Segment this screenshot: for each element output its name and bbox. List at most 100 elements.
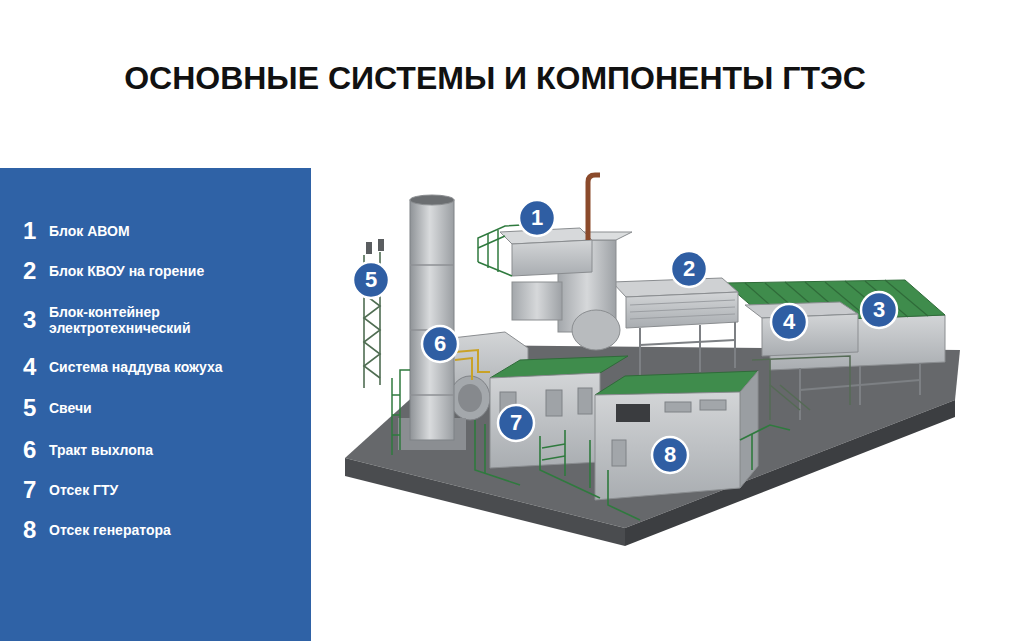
illustration-part xyxy=(665,402,691,412)
list-number: 4 xyxy=(23,353,36,381)
intake-body xyxy=(626,292,738,328)
callout-circle: 6 xyxy=(420,324,460,364)
illustration-part xyxy=(630,314,735,319)
list-label: Отсек ГТУ xyxy=(49,482,289,498)
list-label: Свечи xyxy=(49,400,289,416)
list-panel xyxy=(0,168,311,641)
illustration-part xyxy=(589,440,591,488)
callout-number: 4 xyxy=(783,311,795,333)
list-label: Блок АВОМ xyxy=(49,223,289,239)
illustration-part xyxy=(751,434,753,470)
callout-circle: 7 xyxy=(496,403,536,443)
vent-pipe xyxy=(588,175,600,240)
illustration-part xyxy=(630,307,735,312)
callout-circle: 1 xyxy=(517,198,557,238)
gen-roof xyxy=(595,371,758,395)
gen-side xyxy=(740,371,758,488)
gen-window xyxy=(616,404,650,422)
illustration-part xyxy=(391,378,393,455)
illustration-part xyxy=(455,358,472,380)
fuel-pipes xyxy=(455,350,490,380)
list-label: Отсек генератора xyxy=(49,522,289,538)
illustration-part xyxy=(542,456,565,460)
list-number: 2 xyxy=(23,257,36,285)
exhaust-stack xyxy=(410,200,454,440)
illustration-part xyxy=(700,400,726,410)
duct-elbow xyxy=(572,310,620,350)
list-number: 8 xyxy=(23,516,36,544)
illustration-part xyxy=(564,430,566,476)
blower-frame xyxy=(752,356,850,420)
illustration-part xyxy=(542,444,565,448)
illustration-part xyxy=(800,380,920,390)
illustration-part xyxy=(410,394,454,396)
callout-number: 3 xyxy=(873,299,885,321)
illustration-part xyxy=(734,322,736,368)
intake-support xyxy=(640,322,735,378)
callout-circle: 2 xyxy=(669,249,709,289)
callout-number: 7 xyxy=(510,412,522,434)
callout-circle-fill xyxy=(498,405,534,441)
illustration-part xyxy=(799,368,801,420)
illustration-part xyxy=(640,340,735,345)
gen-enclosure xyxy=(595,392,740,500)
callout-number: 6 xyxy=(434,333,446,355)
exhaust-diffuser xyxy=(450,376,490,420)
callout-circle-fill xyxy=(422,326,458,362)
callout-number: 1 xyxy=(531,207,543,229)
illustration-part xyxy=(612,440,626,466)
illustration-part xyxy=(639,328,641,378)
illustration-part xyxy=(392,414,400,416)
illustration-part xyxy=(487,234,489,268)
callout-number: 8 xyxy=(664,444,676,466)
list-label: Блок-контейнер электротехнический xyxy=(49,304,289,336)
stack-top xyxy=(410,195,454,205)
illustration-part xyxy=(392,434,400,436)
illustration-part xyxy=(400,370,410,450)
illustration-part xyxy=(780,385,810,410)
callout-circle-fill xyxy=(771,304,807,340)
list-number: 7 xyxy=(23,476,36,504)
flare-tip xyxy=(366,242,372,254)
illustration-part xyxy=(699,325,701,372)
callout-circle-fill xyxy=(652,437,688,473)
air-duct-branch xyxy=(512,282,562,320)
illustration-part xyxy=(410,264,454,266)
cooler-legs xyxy=(800,363,920,420)
callout-circle: 8 xyxy=(650,435,690,475)
callout-circle: 4 xyxy=(769,302,809,342)
illustration-part xyxy=(608,470,640,520)
callout-circle: 5 xyxy=(351,260,391,300)
illustration-part xyxy=(578,388,592,414)
oil-cooler-body xyxy=(512,240,592,276)
callout-circle-fill xyxy=(861,292,897,328)
illustration-part xyxy=(478,262,512,276)
page-title: ОСНОВНЫЕ СИСТЕМЫ И КОМПОНЕНТЫ ГТЭС xyxy=(0,60,990,97)
illustration-part xyxy=(540,436,600,498)
callout-number: 2 xyxy=(683,258,695,280)
illustration-part xyxy=(546,390,562,416)
callout-circle: 3 xyxy=(859,290,899,330)
list-label: Система наддува кожуха xyxy=(49,359,289,375)
illustration-part xyxy=(769,360,771,420)
illustration-part xyxy=(740,425,790,440)
callout-circle-fill xyxy=(353,262,389,298)
illustration-part xyxy=(484,424,486,474)
illustration-part xyxy=(752,356,850,405)
callout-circle-fill xyxy=(519,200,555,236)
illustration-part xyxy=(919,363,921,395)
gt-enclosure xyxy=(490,373,600,468)
list-number: 1 xyxy=(23,217,36,245)
illustration-part xyxy=(392,394,400,396)
illustration-part xyxy=(497,230,499,272)
list-label: Тракт выхлопа xyxy=(49,442,289,458)
flare-tip xyxy=(378,239,384,251)
stack-ladder xyxy=(392,370,410,455)
intake-louvers xyxy=(630,300,735,319)
illustration-part xyxy=(478,236,505,248)
list-number: 3 xyxy=(23,306,36,334)
gen-panels xyxy=(612,400,726,466)
list-label: Блок КВОУ на горение xyxy=(49,263,289,279)
illustration-part xyxy=(630,300,735,305)
